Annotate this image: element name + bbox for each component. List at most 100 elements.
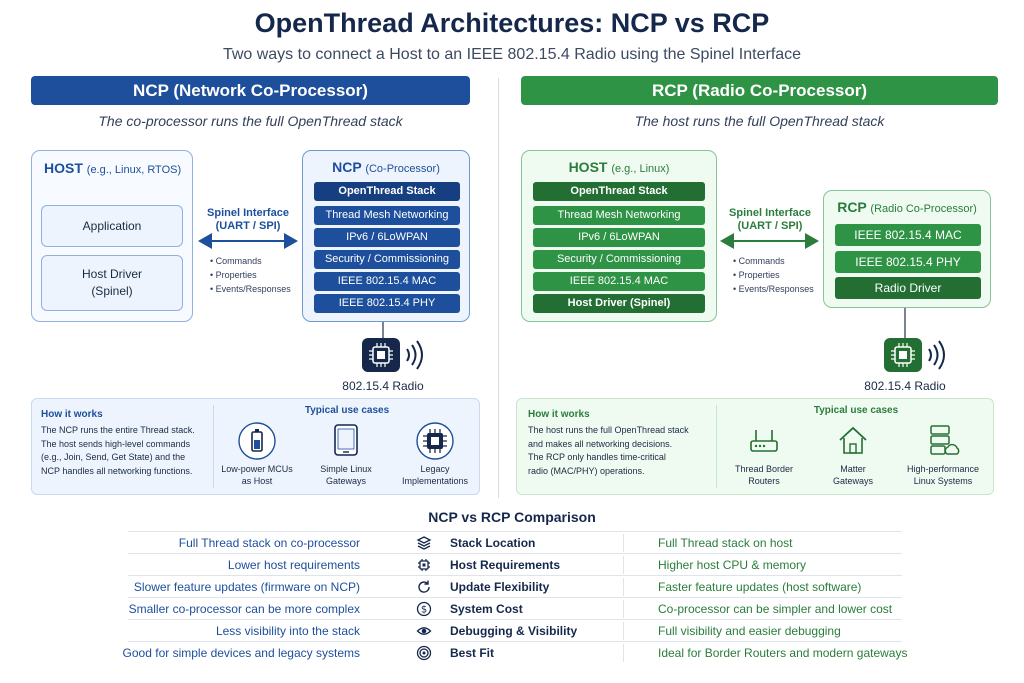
ncp-coproc-title: NCP (Co-Processor) — [303, 159, 469, 175]
ncp-coproc-label: NCP — [332, 159, 362, 175]
comparison-row: Less visibility into the stack Debugging… — [128, 619, 902, 641]
ncp-how-line: NCP handles all networking functions. — [41, 465, 193, 476]
rcp-layer: Radio Driver — [835, 277, 981, 299]
comparison-separator — [623, 600, 624, 618]
rcp-host-layer: IPv6 / 6LoWPAN — [533, 228, 705, 247]
rcp-host-layer: Host Driver (Spinel) — [533, 294, 705, 313]
ncp-layer: Thread Mesh Networking — [314, 206, 460, 225]
comparison-rcp-cell: Higher host CPU & memory — [658, 558, 807, 572]
rcp-how-title: How it works — [528, 409, 590, 420]
rcp-how-text: The host runs the full OpenThread stack … — [528, 424, 716, 478]
comparison-rcp-cell: Faster feature updates (host software) — [658, 580, 862, 594]
rcp-spinel-item: Commands — [733, 254, 814, 268]
comparison-aspect-cell: System Cost — [450, 602, 523, 616]
rcp-spinel-label: Spinel Interface (UART / SPI) — [722, 207, 818, 233]
comparison-rcp-cell: Full visibility and easier debugging — [658, 624, 841, 638]
host-driver-label: Host Driver — [81, 267, 142, 281]
server-cloud-icon — [930, 425, 960, 455]
ncp-banner: NCP (Network Co-Processor) — [31, 76, 470, 105]
dollar-icon: $ — [416, 601, 432, 617]
comparison-separator — [623, 578, 624, 596]
ncp-use-title: Typical use cases — [304, 405, 390, 416]
battery-icon — [238, 422, 276, 460]
rcp-use-line: Routers — [748, 476, 780, 486]
comparison-title: NCP vs RCP Comparison — [428, 509, 596, 525]
ncp-use-line: as Host — [241, 476, 273, 486]
chip-icon — [416, 422, 454, 460]
rcp-how-line: radio (MAC/PHY) operations. — [528, 465, 645, 476]
comparison-ncp-cell: Full Thread stack on co-processor — [178, 536, 360, 550]
ncp-use-item: Low-power MCUs as Host — [217, 421, 297, 487]
page-subtitle: Two ways to connect a Host to an IEEE 80… — [222, 46, 802, 63]
ncp-use-line: Low-power MCUs — [221, 464, 293, 474]
comparison-row: Lower host requirements Host Requirement… — [128, 553, 902, 575]
rcp-radio-label: 802.15.4 Radio — [864, 379, 946, 393]
ncp-layer: OpenThread Stack — [314, 182, 460, 201]
rcp-coproc-suffix: (Radio Co-Processor) — [870, 203, 977, 215]
rcp-use-line: High-performance — [906, 464, 980, 474]
rcp-coproc-label: RCP — [837, 199, 867, 215]
rcp-use-item: Matter Gateways — [813, 421, 893, 487]
rcp-how-line: The host runs the full OpenThread stack — [528, 425, 689, 435]
ncp-layer: IPv6 / 6LoWPAN — [314, 228, 460, 247]
ncp-spinel-line2: (UART / SPI) — [215, 220, 281, 232]
application-block: Application — [41, 205, 183, 247]
ncp-spinel-item: Properties — [210, 268, 291, 282]
rcp-use-item: Thread Border Routers — [724, 421, 804, 487]
application-label: Application — [82, 219, 142, 233]
ncp-spinel-item: Events/Responses — [210, 282, 291, 296]
rcp-spinel-list: Commands Properties Events/Responses — [733, 254, 814, 296]
rcp-layer: IEEE 802.15.4 PHY — [835, 251, 981, 273]
ncp-radio-chip-icon — [362, 338, 423, 372]
rcp-host-title: HOST (e.g., Linux) — [522, 159, 716, 175]
comparison-separator — [623, 644, 624, 662]
rcp-host-layer: Thread Mesh Networking — [533, 206, 705, 225]
rcp-info-split — [716, 405, 717, 488]
rcp-use-item: High-performance Linux Systems — [903, 421, 983, 487]
ncp-radio-label: 802.15.4 Radio — [342, 379, 424, 393]
comparison-aspect-cell: Host Requirements — [450, 558, 561, 572]
ncp-use-line: Gateways — [325, 476, 367, 486]
ncp-host-box: HOST (e.g., Linux, RTOS) Application Hos… — [31, 150, 193, 322]
rcp-spinel-item: Properties — [733, 268, 814, 282]
ncp-spinel-item: Commands — [210, 254, 291, 268]
cpu-icon — [418, 559, 430, 571]
comparison-ncp-cell: Less visibility into the stack — [215, 624, 360, 638]
rcp-host-suffix: (e.g., Linux) — [611, 163, 670, 175]
ncp-host-label: HOST — [44, 160, 83, 176]
target-icon — [416, 645, 432, 661]
rcp-host-box: HOST (e.g., Linux) OpenThread Stack Thre… — [521, 150, 717, 322]
comparison-separator — [623, 534, 624, 552]
rcp-use-line: Gateways — [832, 476, 874, 486]
ncp-spinel-line1: Spinel Interface — [207, 207, 289, 219]
rcp-layer: IEEE 802.15.4 MAC — [835, 224, 981, 246]
rcp-banner: RCP (Radio Co-Processor) — [521, 76, 998, 105]
rcp-coprocessor-box: RCP (Radio Co-Processor) IEEE 802.15.4 M… — [823, 190, 991, 308]
rcp-host-layer: OpenThread Stack — [533, 182, 705, 201]
page-title: OpenThread Architectures: NCP vs RCP — [254, 8, 770, 38]
tablet-icon — [334, 424, 358, 456]
ncp-tagline: The co-processor runs the full OpenThrea… — [98, 113, 403, 129]
ncp-how-line: The host sends high-level commands — [41, 438, 191, 449]
rcp-spinel-item: Events/Responses — [733, 282, 814, 296]
ncp-layer: Security / Commissioning — [314, 250, 460, 269]
comparison-ncp-cell: Smaller co-processor can be more complex — [128, 602, 360, 616]
comparison-ncp-cell: Good for simple devices and legacy syste… — [122, 646, 360, 660]
rcp-use-line: Linux Systems — [913, 476, 973, 486]
rcp-spinel-line2: (UART / SPI) — [737, 220, 803, 232]
rcp-how-line: and makes all networking decisions. — [528, 438, 673, 449]
comparison-separator — [623, 622, 624, 640]
rcp-host-layer: Security / Commissioning — [533, 250, 705, 269]
ncp-coproc-suffix: (Co-Processor) — [365, 163, 440, 175]
ncp-layer: IEEE 802.15.4 PHY — [314, 294, 460, 313]
ncp-use-item: Simple Linux Gateways — [306, 421, 386, 487]
comparison-row: Smaller co-processor can be more complex… — [128, 597, 902, 619]
rcp-info-panel: How it works The host runs the full Open… — [516, 398, 994, 495]
comparison-rcp-cell: Ideal for Border Routers and modern gate… — [658, 646, 908, 660]
comparison-aspect-cell: Best Fit — [450, 646, 495, 660]
ncp-how-line: (e.g., Join, Send, Get State) and the — [41, 452, 186, 462]
rcp-how-line: The RCP only handles time-critical — [528, 452, 666, 462]
layers-icon — [416, 536, 432, 550]
ncp-spinel-label: Spinel Interface (UART / SPI) — [200, 207, 296, 233]
ncp-host-title: HOST (e.g., Linux, RTOS) — [44, 160, 181, 176]
